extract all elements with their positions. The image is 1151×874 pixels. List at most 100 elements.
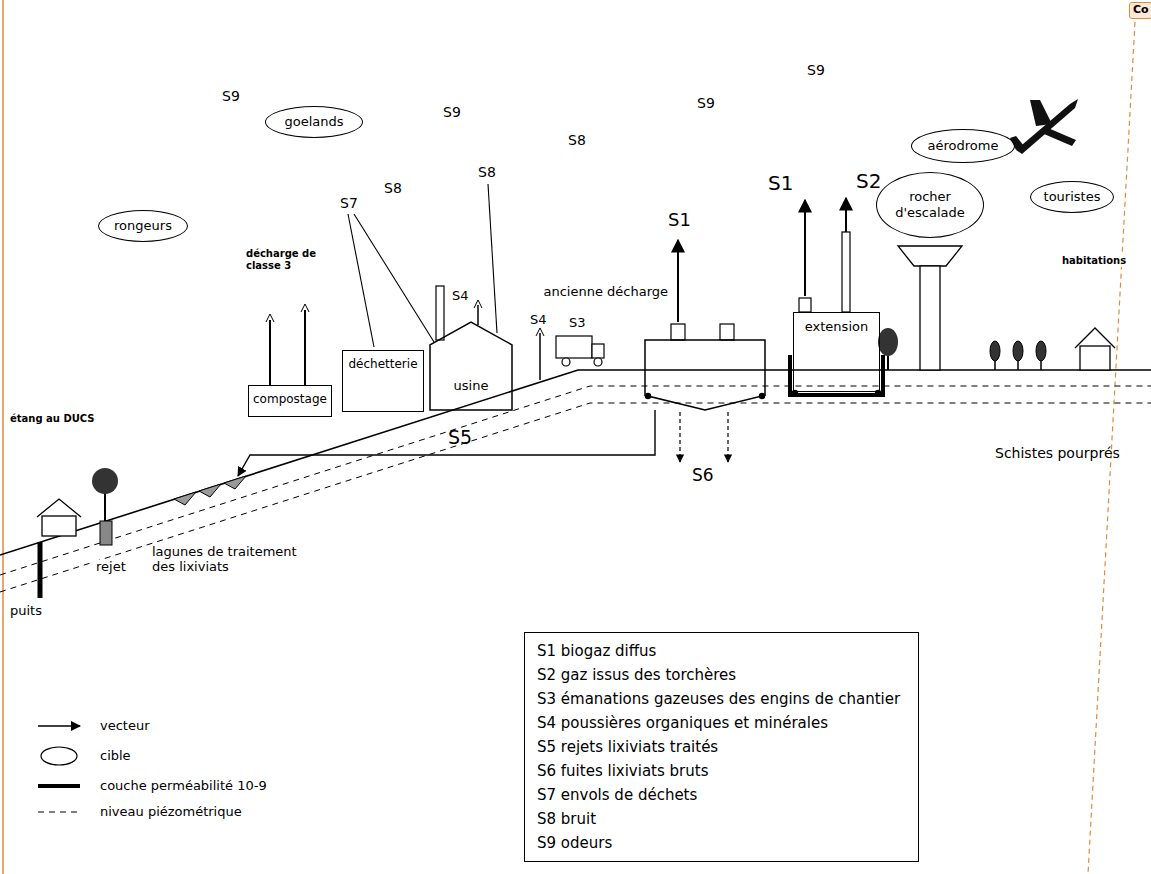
legend-text: couche perméabilité 10-9 bbox=[100, 778, 267, 793]
building-box: compostage bbox=[248, 385, 332, 417]
tree bbox=[104, 490, 106, 521]
leachate-lagoons bbox=[224, 476, 246, 489]
house bbox=[1075, 328, 1115, 370]
house bbox=[1075, 328, 1115, 348]
site-truck bbox=[556, 336, 604, 366]
legend-text: niveau piézométrique bbox=[100, 804, 242, 819]
usine-chimney bbox=[436, 286, 444, 340]
callout-number: S8 bbox=[478, 164, 496, 180]
tree-row bbox=[1036, 341, 1046, 361]
leak-arrows bbox=[727, 412, 728, 462]
node-outline-shape bbox=[430, 322, 512, 410]
biogas-arrow bbox=[677, 240, 679, 322]
site-truck bbox=[562, 358, 570, 366]
airplane bbox=[1010, 99, 1078, 154]
puits-well bbox=[40, 542, 41, 598]
source-list-line: S7 envols de déchets bbox=[537, 783, 697, 807]
tree bbox=[92, 468, 118, 494]
site-label: puits bbox=[10, 604, 42, 619]
callout-number: S2 bbox=[856, 170, 881, 193]
source-list-line: S4 poussières organiques et minérales bbox=[537, 711, 828, 735]
callout-number: S1 bbox=[768, 172, 793, 195]
tree-row bbox=[990, 341, 1046, 370]
etang-house bbox=[37, 499, 81, 517]
tree-row bbox=[990, 341, 1000, 361]
leader-lines bbox=[354, 214, 434, 342]
flare-stack bbox=[842, 232, 850, 312]
tree bbox=[878, 328, 898, 370]
callout-number: S9 bbox=[807, 62, 825, 78]
site-label: rejet bbox=[94, 560, 128, 575]
landfill-cell: ancienne décharge bbox=[645, 340, 765, 410]
callout-number: S6 bbox=[692, 466, 714, 486]
callout-number: S4 bbox=[530, 313, 547, 328]
leachate-lagoons bbox=[199, 484, 221, 497]
leader-lines bbox=[348, 184, 497, 347]
usine-chimney bbox=[436, 286, 482, 340]
source-list-line: S3 émanations gazeuses des engins de cha… bbox=[537, 687, 900, 711]
source-list-line: S9 odeurs bbox=[537, 831, 612, 855]
impermeable-liner bbox=[790, 355, 883, 395]
source-list-line: S6 fuites lixiviats bruts bbox=[537, 759, 708, 783]
legend-text: cible bbox=[100, 748, 131, 763]
site-truck bbox=[556, 336, 592, 358]
source-list-line: S8 bruit bbox=[537, 807, 596, 831]
source-list-line: S2 gaz issus des torchères bbox=[537, 663, 736, 687]
target-oval: aérodrome bbox=[911, 129, 1015, 163]
leak-arrows bbox=[679, 412, 680, 462]
comment-tag: Co bbox=[1129, 2, 1151, 19]
legend-samples bbox=[38, 725, 80, 727]
leader-lines bbox=[348, 214, 374, 347]
target-oval: rocher d'escalade bbox=[876, 172, 984, 238]
tree-row bbox=[1013, 341, 1023, 361]
callout-number: S9 bbox=[443, 104, 461, 120]
target-oval: goelands bbox=[265, 106, 363, 138]
node-outline bbox=[430, 322, 512, 410]
leachate-lagoons bbox=[174, 476, 246, 505]
source-list-line: S1 biogaz diffus bbox=[537, 639, 656, 663]
vent-poles bbox=[304, 310, 306, 385]
etang-house bbox=[37, 499, 81, 536]
climbing-tower bbox=[898, 246, 962, 370]
callout-number: S9 bbox=[222, 88, 240, 104]
house bbox=[1080, 346, 1110, 370]
node-label: touristes bbox=[1044, 189, 1101, 205]
leak-arrows bbox=[680, 412, 728, 462]
node-label: rongeurs bbox=[114, 218, 172, 234]
target-oval: rongeurs bbox=[98, 210, 188, 242]
landfill-extension: extension bbox=[793, 312, 880, 392]
biogas-vents bbox=[720, 324, 734, 340]
source-list-box: S1 biogaz diffusS2 gaz issus des torchèr… bbox=[524, 632, 919, 862]
usine-chimney bbox=[477, 305, 479, 325]
node-label: ancienne décharge bbox=[543, 284, 668, 300]
building-box: déchetterie bbox=[342, 350, 424, 412]
vent-poles bbox=[269, 320, 271, 385]
site-label: étang au DUCS bbox=[10, 413, 95, 425]
biogas-arrow bbox=[804, 200, 806, 296]
site-label: habitations bbox=[1060, 255, 1128, 267]
puits-well bbox=[38, 542, 43, 598]
usine-chimney bbox=[474, 300, 482, 308]
legend-samples bbox=[38, 784, 80, 788]
site-label: décharge de classe 3 bbox=[246, 248, 320, 271]
treated-leachate-line bbox=[238, 410, 655, 476]
node-outline-shape bbox=[645, 340, 765, 410]
callout-number: S8 bbox=[384, 180, 402, 196]
geology-label: Schistes pourprés bbox=[995, 445, 1120, 461]
node-label: rocher d'escalade bbox=[889, 189, 971, 220]
etang-house bbox=[42, 516, 76, 536]
node-label: compostage bbox=[253, 392, 327, 406]
dust-mast bbox=[539, 333, 541, 380]
node-label: déchetterie bbox=[348, 357, 417, 371]
dust-mast bbox=[536, 328, 544, 336]
callout-number: S4 bbox=[452, 289, 469, 304]
vent-poles bbox=[301, 304, 309, 312]
node-label: goelands bbox=[284, 114, 343, 130]
tree bbox=[878, 328, 898, 356]
dust-mast bbox=[536, 328, 544, 380]
airplane bbox=[1030, 100, 1052, 126]
ground-profile bbox=[0, 370, 1151, 592]
source-list-line: S5 rejets lixiviats traités bbox=[537, 735, 718, 759]
legend-samples bbox=[38, 726, 80, 812]
